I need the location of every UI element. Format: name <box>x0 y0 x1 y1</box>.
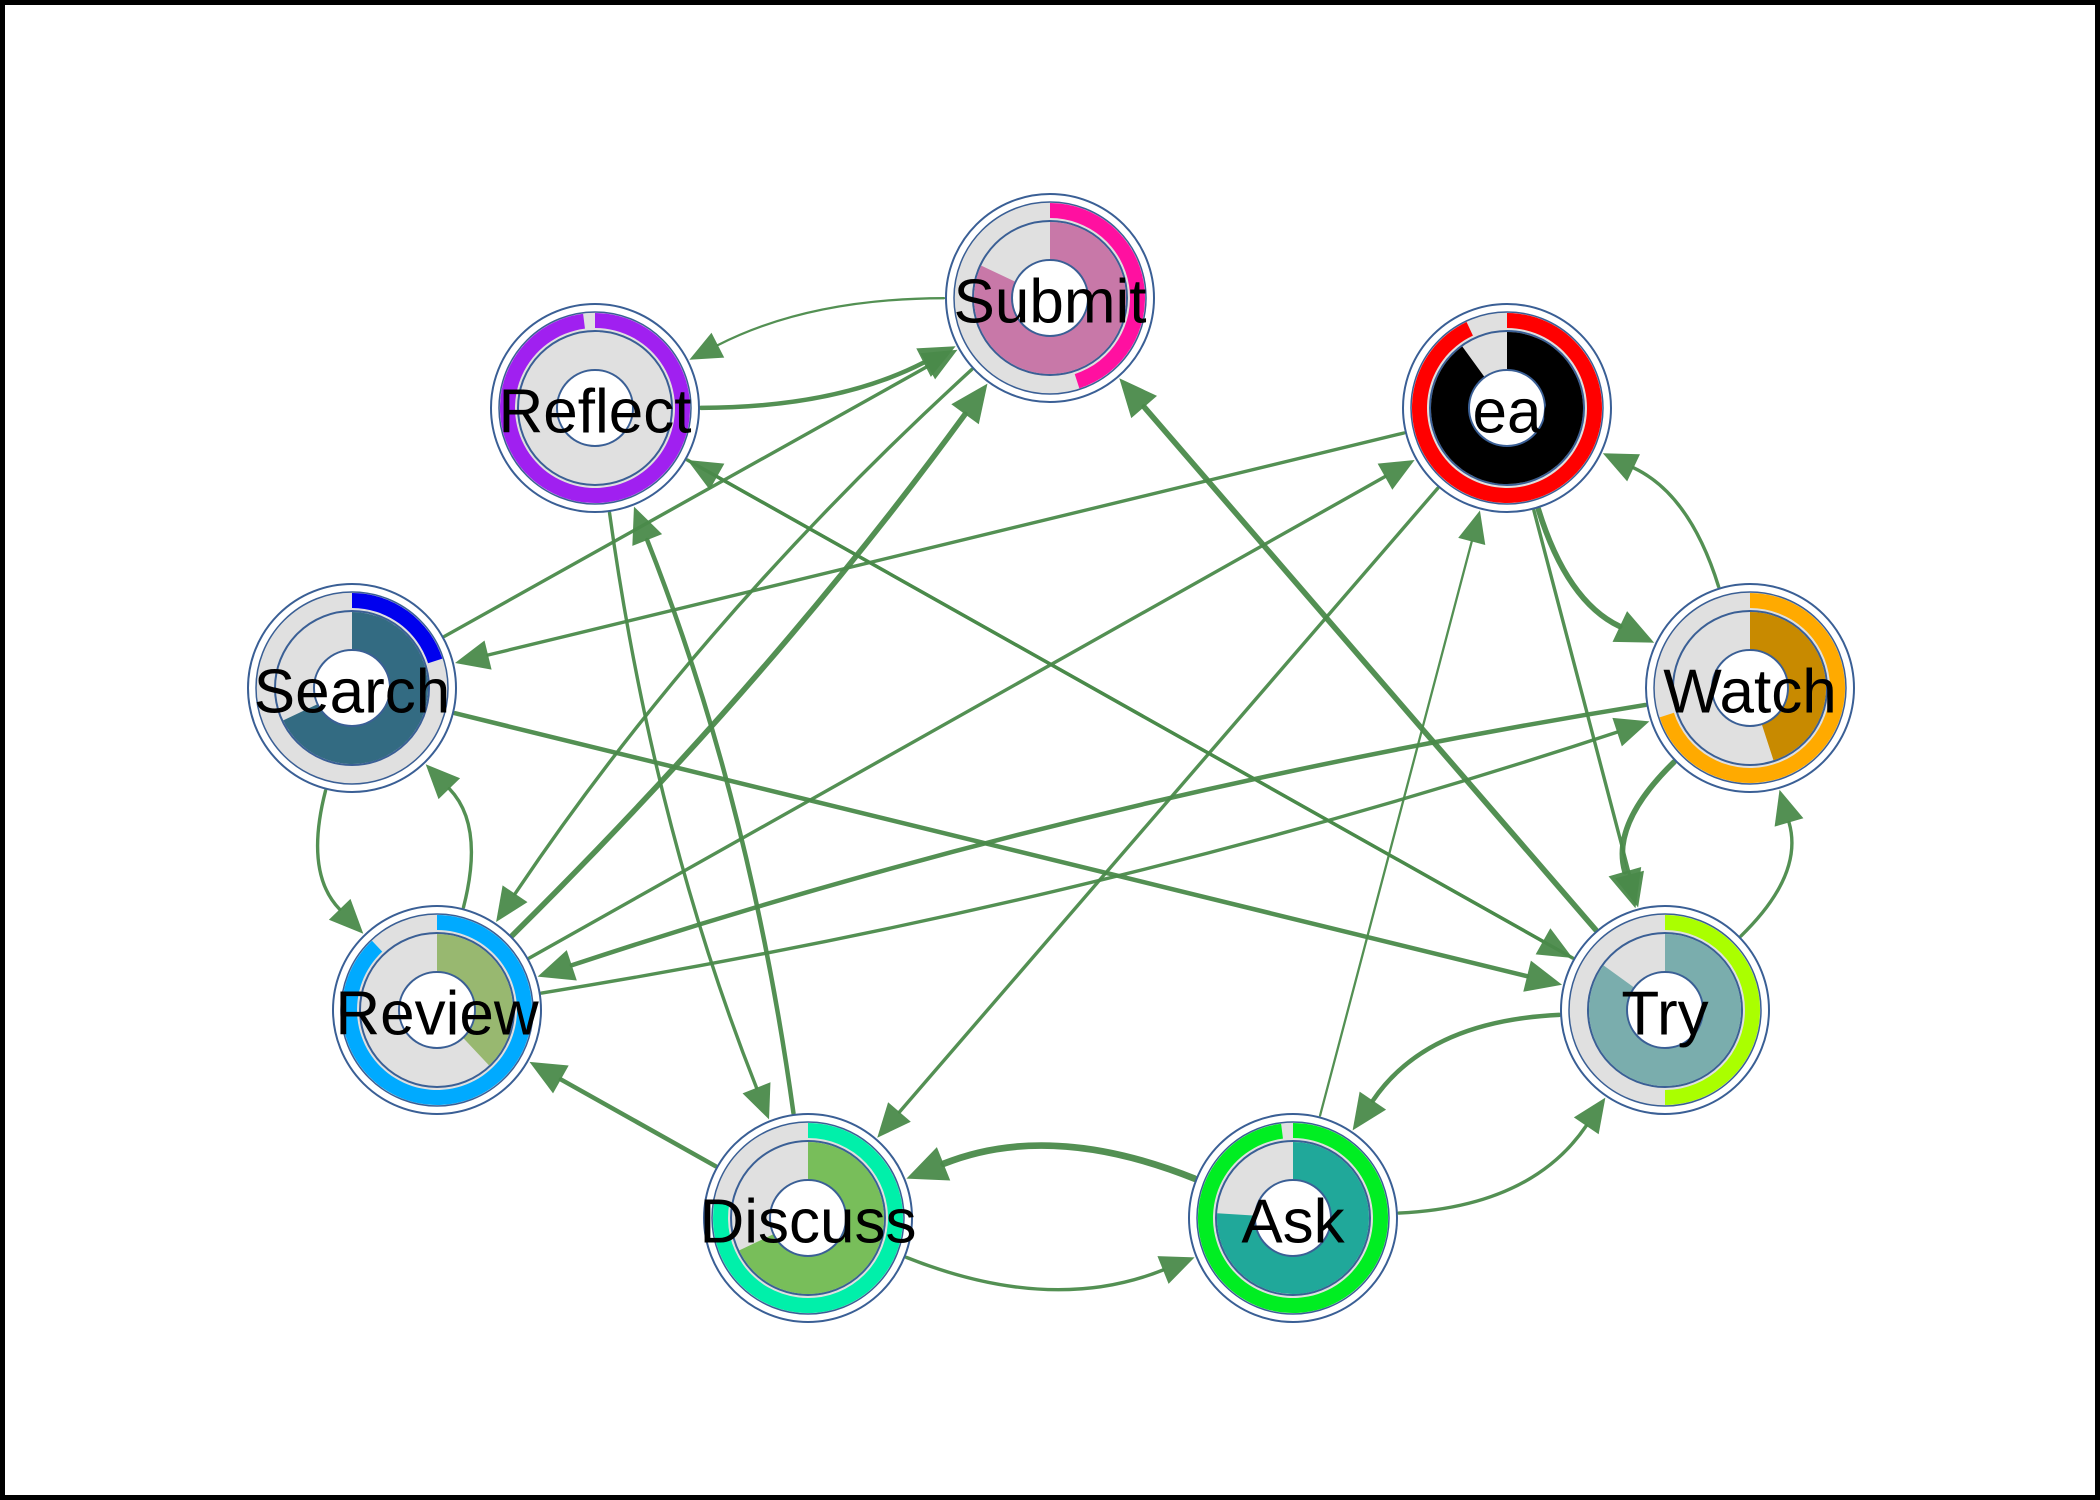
node-discuss[interactable]: Discuss <box>699 1113 917 1323</box>
arrowhead-search-to-review <box>328 898 364 934</box>
arrowhead-review-to-watch <box>1612 717 1650 747</box>
arrowhead-discuss-to-review <box>529 1061 569 1094</box>
arrowhead-watch-to-try <box>1608 866 1642 909</box>
arrowhead-ask-to-lead <box>1458 510 1486 545</box>
arrowhead-search-to-try <box>1523 960 1563 992</box>
node-review[interactable]: Review <box>332 905 542 1115</box>
arrowhead-discuss-to-ask <box>1157 1256 1195 1284</box>
node-submit-outer-ring <box>1050 203 1145 389</box>
node-ask-label: Ask <box>1241 1188 1345 1257</box>
arrowhead-submit-to-review <box>496 885 528 923</box>
edge-search-to-submit <box>442 364 930 638</box>
arrowhead-reflect-to-try <box>1535 928 1573 959</box>
edge-reflect-to-try <box>685 458 1545 944</box>
edge-review-to-submit <box>509 411 968 939</box>
edge-reflect-to-submit <box>698 360 926 411</box>
arrowhead-review-to-search <box>425 764 461 800</box>
node-search-outer-ring <box>352 593 443 664</box>
arrowhead-try-to-ask <box>1352 1091 1387 1131</box>
arrowhead-watch-to-lead <box>1602 453 1640 482</box>
edge-ask-to-discuss <box>940 1142 1198 1182</box>
node-watch[interactable]: Watch <box>1645 583 1855 793</box>
arrowhead-try-to-watch <box>1774 789 1804 827</box>
node-try[interactable]: Try <box>1560 905 1770 1115</box>
node-reflect-label: Reflect <box>499 378 692 447</box>
edge-try-to-ask <box>1370 1012 1562 1103</box>
edge-submit-to-review <box>513 367 974 896</box>
edge-ask-to-lead <box>1318 540 1473 1117</box>
edge-lead-to-discuss <box>897 486 1440 1114</box>
edges-layer <box>315 297 1804 1292</box>
edge-watch-to-review <box>569 702 1648 968</box>
arrowhead-ask-to-try <box>1573 1097 1606 1135</box>
node-reflect[interactable]: Reflect <box>490 303 700 513</box>
arrowhead-discuss-to-reflect <box>632 506 663 546</box>
arrowhead-try-to-submit <box>1119 378 1157 419</box>
arrowhead-lead-to-discuss <box>877 1102 911 1138</box>
edge-search-to-review <box>315 788 342 912</box>
edge-lead-to-search <box>486 431 1406 657</box>
node-search-label: Search <box>254 658 450 727</box>
edge-try-to-submit <box>1141 404 1599 933</box>
arrowhead-submit-to-reflect <box>689 332 725 360</box>
arrowhead-search-to-submit <box>920 349 958 380</box>
edge-try-to-watch <box>1739 820 1794 938</box>
node-try-inner-ring <box>1589 934 1741 1086</box>
edge-lead-to-watch <box>1535 506 1623 630</box>
edge-review-to-search <box>447 786 474 910</box>
edge-review-to-watch <box>539 730 1619 995</box>
node-ask[interactable]: Ask <box>1188 1113 1398 1323</box>
edge-lead-to-try <box>1532 508 1632 877</box>
edge-submit-to-reflect <box>716 297 946 347</box>
node-lead[interactable]: Lead <box>1402 303 1612 513</box>
edge-watch-to-try <box>1619 759 1677 875</box>
arrowhead-lead-to-search <box>455 640 492 670</box>
node-review-inner-ring <box>437 933 513 1066</box>
node-search-inner-ring <box>283 612 428 764</box>
node-review-label: Review <box>335 980 539 1049</box>
node-lead-label: Lead <box>1438 378 1576 447</box>
node-try-outer-ring <box>1665 915 1760 1105</box>
node-watch-label: Watch <box>1663 658 1836 727</box>
edge-reflect-to-discuss <box>607 511 759 1090</box>
node-discuss-label: Discuss <box>699 1188 916 1257</box>
node-reflect-inner-ring <box>595 332 600 371</box>
edge-search-to-try <box>452 710 1530 979</box>
node-submit-inner-ring <box>974 221 1126 374</box>
edge-discuss-to-review <box>558 1077 718 1169</box>
edge-watch-to-lead <box>1631 466 1721 589</box>
node-lead-inner-ring <box>1431 332 1584 485</box>
node-try-label: Try <box>1621 980 1708 1049</box>
arrowhead-review-to-submit <box>951 383 988 425</box>
arrowhead-try-to-reflect <box>687 459 725 490</box>
edge-review-to-lead <box>527 474 1387 960</box>
arrowhead-watch-to-review <box>537 950 577 981</box>
node-ask-inner-ring <box>1217 1142 1369 1294</box>
arrowhead-review-to-lead <box>1377 459 1415 490</box>
edge-discuss-to-ask <box>904 1255 1165 1292</box>
node-discuss-inner-ring <box>739 1142 884 1294</box>
node-submit[interactable]: Submit <box>945 193 1155 403</box>
node-submit-label: Submit <box>954 268 1147 337</box>
arrowhead-ask-to-discuss <box>906 1147 951 1181</box>
arrowhead-lead-to-watch <box>1612 611 1655 643</box>
edge-discuss-to-reflect <box>644 537 796 1116</box>
arrowhead-reflect-to-discuss <box>742 1082 771 1120</box>
node-search[interactable]: Search <box>247 583 457 793</box>
edge-ask-to-try <box>1397 1124 1588 1215</box>
